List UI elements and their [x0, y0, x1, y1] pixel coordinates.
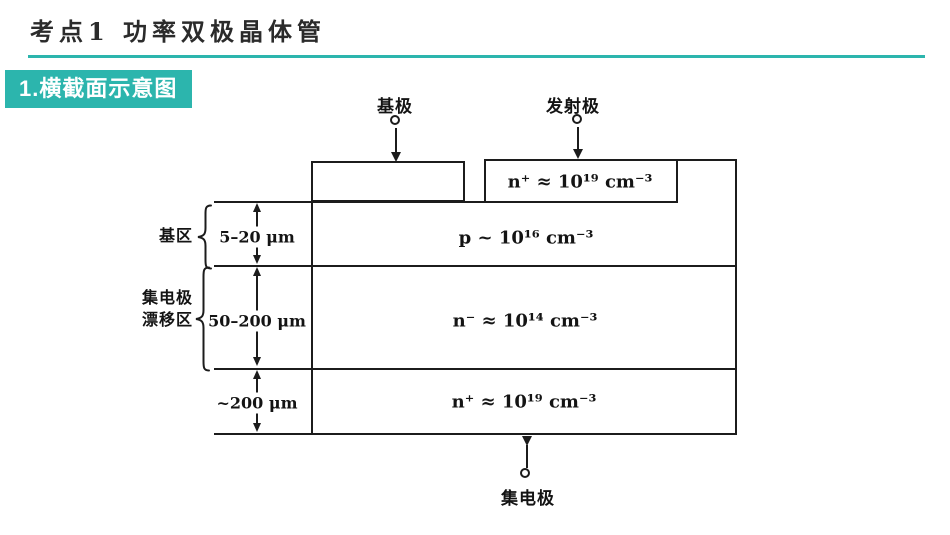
collector-wire [526, 445, 528, 468]
emitter-terminal-circle [572, 114, 582, 124]
drift-region-label: 集电极 漂移区 [142, 288, 193, 332]
base-region-label: 基区 [158, 228, 193, 245]
substrate-thickness-label: ~200 μm [213, 392, 301, 414]
collector-terminal-circle [520, 468, 530, 478]
base-wire [395, 128, 397, 153]
base-metal-box [311, 161, 465, 202]
drift-region-brace-icon [195, 266, 210, 372]
page-title: 考点1 功率双极晶体管 [30, 17, 327, 46]
emitter-terminal-label: 发射极 [546, 97, 600, 116]
drift-doping-label: n⁻ ≈ 10¹⁴ cm⁻³ [452, 310, 598, 332]
base-doping-label: p ~ 10¹⁶ cm⁻³ [458, 227, 594, 249]
accent-rule [28, 55, 925, 58]
base-region-brace-icon [197, 204, 212, 270]
section-badge: 1.横截面示意图 [5, 70, 192, 108]
emitter-wire [577, 127, 579, 150]
substrate-doping-label: n⁺ ≈ 10¹⁹ cm⁻³ [451, 391, 597, 413]
collector-terminal-label: 集电极 [501, 489, 555, 508]
bottom-line [214, 433, 737, 435]
drift-region-label-line1: 集电极 [141, 290, 193, 307]
top-right-surface-line [676, 159, 737, 161]
drift-region-label-line2: 漂移区 [141, 312, 193, 329]
emitter-doping-label: n⁺ ≈ 10¹⁹ cm⁻³ [507, 171, 653, 193]
drift-thickness-label: 50–200 μm [205, 310, 309, 332]
collector-contact-marker [522, 436, 532, 446]
emitter-contact-marker [573, 149, 583, 159]
base-drift-boundary-line [214, 265, 737, 267]
surface-line [214, 201, 678, 203]
base-contact-marker [391, 152, 401, 162]
right-edge-line [735, 159, 737, 435]
base-terminal-circle [390, 115, 400, 125]
drift-substrate-boundary-line [214, 368, 737, 370]
base-terminal-label: 基极 [377, 97, 413, 116]
left-edge-line [311, 161, 313, 435]
base-thickness-label: 5–20 μm [216, 226, 298, 248]
